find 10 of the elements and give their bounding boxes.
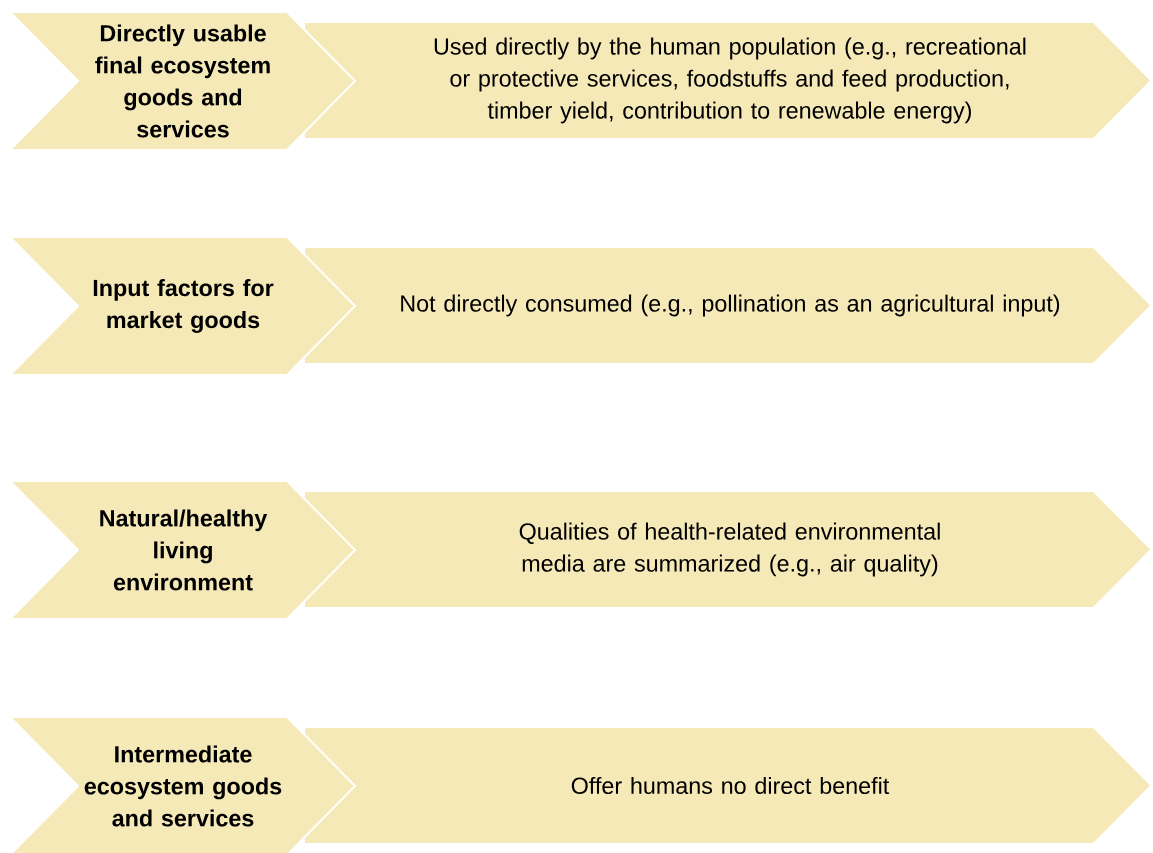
arrow-box: Offer humans no direct benefit (305, 728, 1150, 843)
node-label: Offer humans no direct benefit (571, 776, 890, 795)
arrow-box: Not directly consumed (e.g., pollination as an agricultural input) (305, 248, 1150, 363)
node-label: Not directly consumed (e.g., pollination as an agricultural input) (401, 294, 1060, 317)
node-label: Qualities of health-related environmental media are summarized (e.g., air quality) (519, 522, 940, 577)
arrow-box: Qualities of health-related environmental media are summarized (e.g., air quality) (305, 492, 1150, 607)
node-label: Intermediate ecosystem goods and services (84, 745, 282, 827)
arrow-box: Used directly by the human population (e.g., recreational or protective services, foodstuffs and feed production, timber yield, contribution to renewable energy) (305, 23, 1150, 138)
node-label: Used directly by the human population (e.g., recreational or protective services, foodstuffs and feed production, timber yield, contribution to renewable energy) (434, 37, 1026, 124)
chevron: Intermediate ecosystem goods and services (7, 716, 357, 853)
